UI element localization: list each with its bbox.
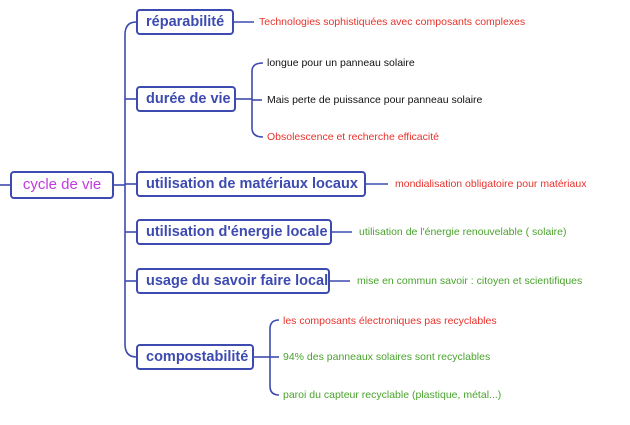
branch-node-reparabilite[interactable]: réparabilité <box>136 9 234 35</box>
leaf-materiaux-1: mondialisation obligatoire pour matériau… <box>395 178 587 190</box>
connector-trunk-bottom <box>124 35 137 358</box>
leaf-compostabilite-3: paroi du capteur recyclable (plastique, … <box>283 389 502 401</box>
leaf-duree-de-vie-3: Obsolescence et recherche efficacité <box>267 131 439 143</box>
leaf-compostabilite-1: les composants électroniques pas recycla… <box>283 315 497 327</box>
leaf-reparabilite-1: Technologies sophistiquées avec composan… <box>259 16 526 28</box>
leaf-duree-de-vie-2: Mais perte de puissance pour panneau sol… <box>267 94 483 106</box>
branch-node-usage-savoir-faire-local[interactable]: usage du savoir faire local <box>136 268 330 294</box>
leaf-savoir-faire-1: mise en commun savoir : citoyen et scien… <box>357 275 583 287</box>
branch-node-compostabilite[interactable]: compostabilité <box>136 344 254 370</box>
leaf-compostabilite-2: 94% des panneaux solaires sont recyclabl… <box>283 351 491 363</box>
branch-node-utilisation-materiaux-locaux[interactable]: utilisation de matériaux locaux <box>136 171 366 197</box>
leaf-duree-de-vie-1: longue pour un panneau solaire <box>267 57 415 69</box>
connector-duree-leaf-3 <box>251 99 264 138</box>
leaf-energie-1: utilisation de l'énergie renouvelable ( … <box>359 226 567 238</box>
connector-trunk-top <box>124 21 137 36</box>
root-node-cycle-de-vie[interactable]: cycle de vie <box>10 171 114 199</box>
connector-compost-leaf-3 <box>269 357 280 396</box>
connector-duree-leaf-1 <box>251 62 264 99</box>
branch-node-utilisation-energie-locale[interactable]: utilisation d'énergie locale <box>136 219 332 245</box>
connector-compost-leaf-1 <box>269 319 280 357</box>
branch-node-duree-de-vie[interactable]: durée de vie <box>136 86 236 112</box>
